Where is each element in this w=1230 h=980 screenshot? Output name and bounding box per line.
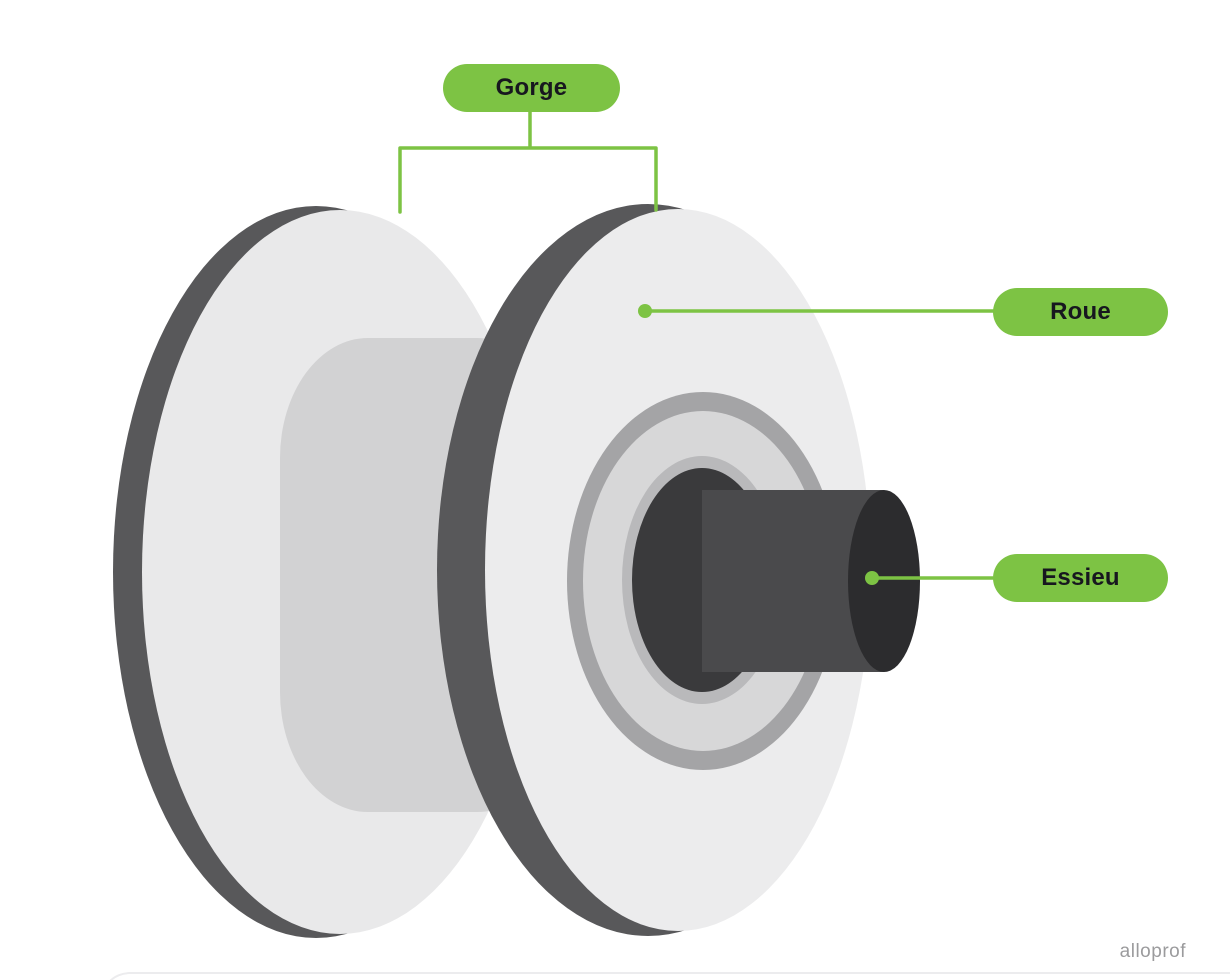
axle-end-cap xyxy=(848,490,920,672)
label-essieu-text: Essieu xyxy=(1041,564,1120,591)
label-roue: Roue xyxy=(993,288,1168,336)
alloprof-watermark: alloprof xyxy=(1119,941,1186,962)
label-gorge-text: Gorge xyxy=(495,74,568,101)
label-essieu: Essieu xyxy=(993,554,1168,602)
roue-anchor-dot xyxy=(638,304,652,318)
label-roue-text: Roue xyxy=(1050,298,1111,325)
bottom-card-edge xyxy=(100,972,1230,980)
essieu-anchor-dot xyxy=(865,571,879,585)
label-gorge: Gorge xyxy=(443,64,620,112)
gorge-bracket-line xyxy=(398,110,658,214)
